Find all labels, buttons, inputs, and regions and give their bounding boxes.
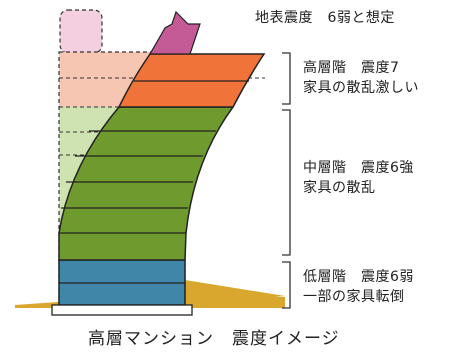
middle-floors-intensity: 中層階 震度6強 [303, 160, 414, 176]
bracket-low [282, 261, 291, 309]
low-floors-text: 低層階 震度6弱 一部の家具転倒 [303, 267, 414, 307]
bracket-middle [282, 109, 291, 256]
ground-intensity-label: 地表震度 6弱と想定 [255, 10, 395, 26]
swaying-building [51, 10, 266, 316]
foundation [51, 304, 193, 316]
high-floors-intensity: 高層階 震度7 [303, 60, 400, 76]
rooftop [148, 10, 201, 55]
diagram-caption: 高層マンション 震度イメージ [88, 329, 340, 349]
middle-floors-text: 中層階 震度6強 家具の散乱 [303, 158, 414, 198]
bracket-high [282, 52, 291, 105]
ground-wedge [185, 280, 285, 306]
high-floors-text: 高層階 震度7 家具の散乱激しい [303, 58, 419, 98]
low-floors-effect: 一部の家具転倒 [303, 289, 405, 305]
ghost-rooftop [59, 9, 103, 54]
brackets [282, 52, 291, 309]
middle-floors-effect: 家具の散乱 [303, 180, 376, 196]
high-floors-effect: 家具の散乱激しい [303, 80, 419, 96]
low-floors-intensity: 低層階 震度6弱 [303, 269, 414, 285]
